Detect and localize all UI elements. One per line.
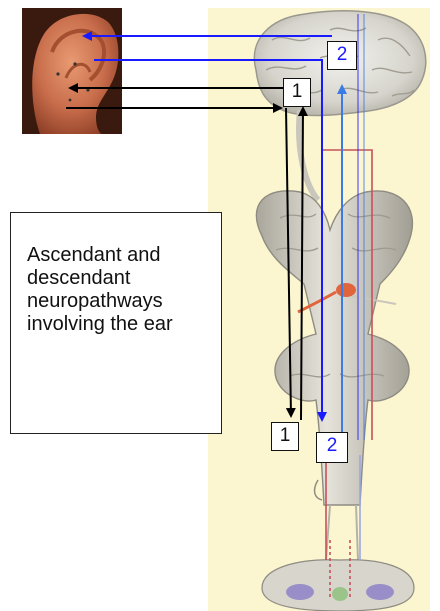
pathway-2-bottom-label: 2 [316, 432, 348, 463]
caption-text: Ascendant and descendant neuropathways i… [27, 244, 217, 336]
pathway-1-bottom-label: 1 [271, 422, 299, 451]
ear-image [22, 8, 122, 134]
pathway-2-top-label: 2 [327, 41, 357, 70]
pathway-1-top-label: 1 [283, 78, 311, 107]
